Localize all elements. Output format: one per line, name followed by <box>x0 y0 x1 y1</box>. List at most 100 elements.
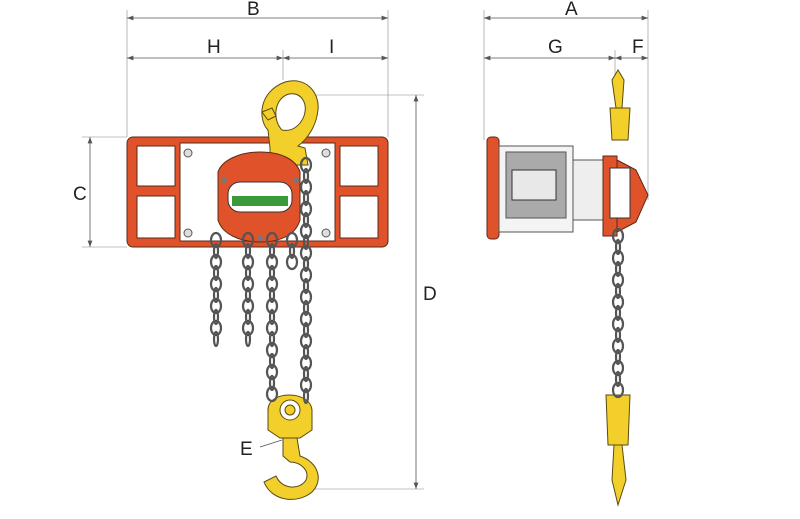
chain-link <box>268 330 276 348</box>
chain-link <box>299 376 313 394</box>
chain-link <box>614 260 622 278</box>
chain-link <box>268 352 276 370</box>
side-top-hook-block <box>609 107 631 141</box>
dimension-labels: B H I C D E A G F <box>73 0 644 460</box>
dim-e-leader <box>259 439 283 448</box>
chain-link <box>299 266 313 284</box>
label-c: C <box>73 184 87 205</box>
chain-link <box>302 167 310 185</box>
extension-lines <box>82 10 649 490</box>
chain-link <box>302 255 310 273</box>
chain-link <box>268 264 276 282</box>
chain-link <box>299 222 313 240</box>
chain-link <box>244 242 252 260</box>
chain-link <box>614 304 622 322</box>
chain-link <box>614 282 622 300</box>
chain-link <box>299 200 313 218</box>
chain-link <box>285 253 299 271</box>
chain-link <box>302 189 310 207</box>
chain-link <box>209 275 223 293</box>
chain-link <box>299 156 313 174</box>
chain-link <box>268 242 276 260</box>
chain-link <box>265 231 279 249</box>
chain-link <box>212 308 220 326</box>
label-e: E <box>240 439 253 460</box>
chain-link <box>244 264 252 282</box>
chain-link <box>241 275 255 293</box>
chain-link <box>299 332 313 350</box>
chain-link <box>302 365 310 383</box>
side-load-chain <box>611 227 625 399</box>
chain-link <box>611 315 625 333</box>
side-view <box>486 69 649 507</box>
label-g: G <box>548 37 563 58</box>
label-h: H <box>207 37 221 58</box>
chain-link <box>209 253 223 271</box>
side-bottom-block <box>605 394 631 446</box>
chain-link <box>614 348 622 366</box>
chain-link <box>614 238 622 256</box>
chain-link <box>285 231 299 249</box>
chain-link <box>299 288 313 306</box>
chain-link <box>299 354 313 372</box>
chain-link <box>288 242 296 260</box>
bottom-hook-block <box>263 394 319 500</box>
label-a: A <box>565 0 578 20</box>
chain-link <box>302 343 310 361</box>
front-load-chains <box>209 156 313 405</box>
chain-link <box>302 211 310 229</box>
chain-link <box>268 308 276 326</box>
chain-link <box>302 321 310 339</box>
chain-link <box>212 264 220 282</box>
chain-link <box>241 253 255 271</box>
chain-link <box>611 337 625 355</box>
chain-link <box>265 253 279 271</box>
chain-link <box>241 319 255 337</box>
gearbox-housing <box>217 151 301 243</box>
side-bottom-hook <box>611 444 627 507</box>
chain-link <box>244 308 252 326</box>
chain-link <box>241 231 255 249</box>
chain-link <box>265 385 279 403</box>
chain-link <box>241 297 255 315</box>
label-i: I <box>329 37 334 58</box>
label-f: F <box>632 37 644 58</box>
chain-link <box>212 330 220 348</box>
chain-link <box>299 178 313 196</box>
chain-link <box>265 341 279 359</box>
chain-link <box>302 277 310 295</box>
chain-link <box>611 271 625 289</box>
label-b: B <box>247 0 260 20</box>
chain-link <box>611 293 625 311</box>
label-d: D <box>423 284 437 305</box>
chain-link <box>611 381 625 399</box>
top-hook <box>261 80 319 166</box>
chain-link <box>614 326 622 344</box>
chain-link <box>611 227 625 245</box>
chain-link <box>265 319 279 337</box>
chain-link <box>244 330 252 348</box>
side-frame-plate <box>486 136 500 240</box>
chain-link <box>614 370 622 388</box>
side-top-hook <box>611 69 625 109</box>
chain-link <box>212 286 220 304</box>
chain-link <box>299 244 313 262</box>
dimension-lines <box>87 15 648 489</box>
chain-link <box>212 242 220 260</box>
chain-link <box>265 363 279 381</box>
chain-link <box>299 310 313 328</box>
valve-block <box>511 169 557 201</box>
chain-link <box>209 319 223 337</box>
chain-link <box>611 249 625 267</box>
chain-link <box>209 231 223 249</box>
chain-link <box>302 233 310 251</box>
chain-link <box>265 275 279 293</box>
chain-link <box>209 297 223 315</box>
chain-link <box>265 297 279 315</box>
chain-link <box>611 359 625 377</box>
chain-link <box>244 286 252 304</box>
chain-link <box>268 286 276 304</box>
chain-link <box>302 387 310 405</box>
